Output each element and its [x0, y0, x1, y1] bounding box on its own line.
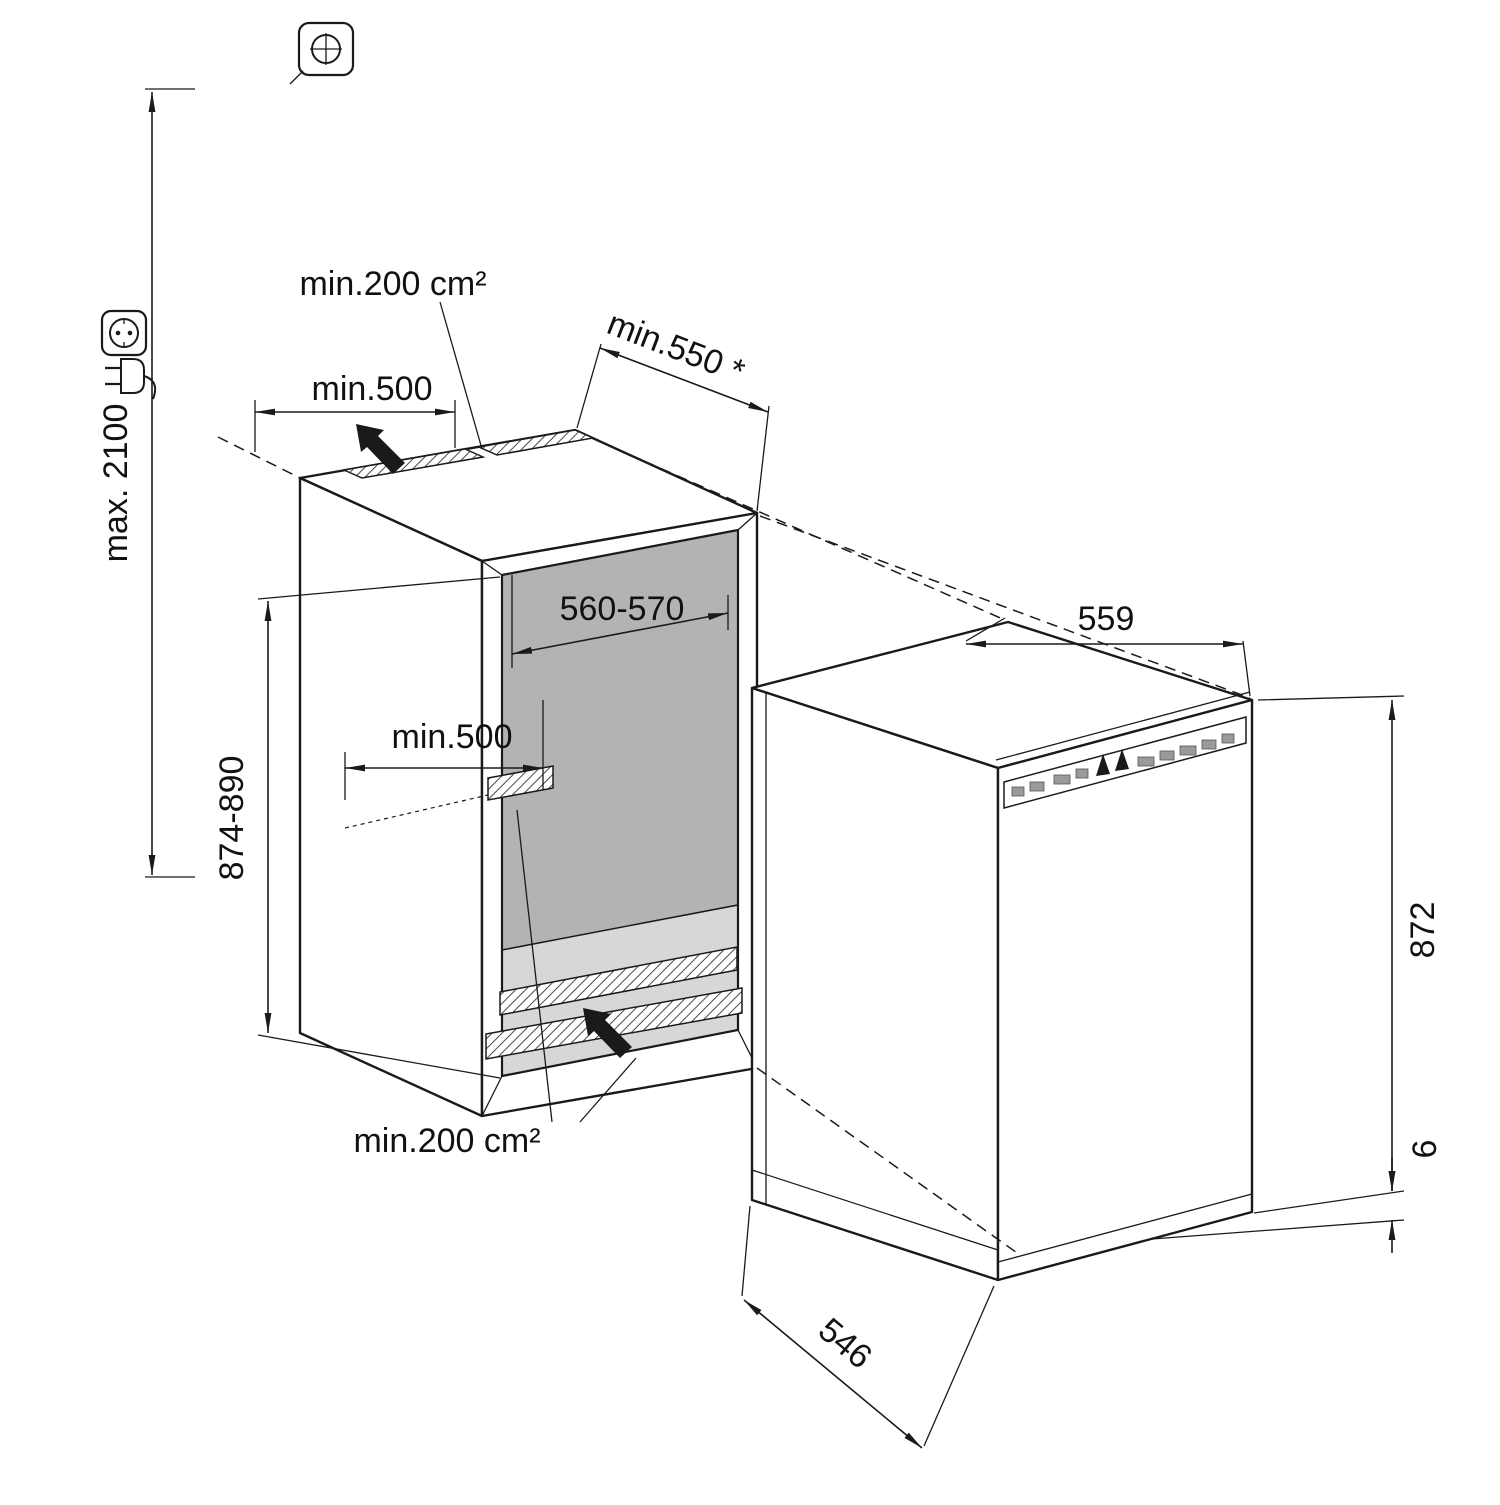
control-panel-key — [1075, 768, 1089, 779]
construction-line-top-left — [217, 436, 301, 479]
label-base-adjustment: 6 — [1406, 1140, 1444, 1159]
label-appliance-depth: 546 — [811, 1311, 879, 1377]
bottom-vent-strip-upper — [499, 946, 738, 1016]
niche-drawing — [298, 424, 759, 1118]
bottom-vent-strip-lower — [485, 987, 743, 1060]
power-socket-icon — [100, 309, 148, 357]
control-panel-key — [1159, 750, 1175, 761]
niche-side-face — [298, 476, 484, 1118]
control-panel-strip — [1003, 716, 1247, 809]
label-vent-area-top: min.200 cm² — [299, 265, 486, 303]
appliance-side-face — [750, 686, 1000, 1282]
power-plug-icon — [105, 358, 157, 400]
control-panel-display — [1053, 774, 1071, 785]
airflow-arrow-bottom-icon — [583, 1008, 632, 1058]
control-panel-mark-left — [1096, 754, 1110, 776]
leader-vent-bottom-1 — [516, 809, 553, 1123]
label-floor-clearance: min.500 — [392, 718, 513, 756]
control-panel-display — [1179, 745, 1197, 756]
top-vent-strip-left — [341, 448, 486, 479]
control-panel-key — [1137, 756, 1155, 767]
control-panel-key — [1201, 739, 1217, 750]
top-vent-strip-right — [476, 429, 596, 456]
construction-line-top-right — [759, 515, 1251, 699]
leader-vent-bottom-2 — [579, 1057, 637, 1123]
hidden-vent-line — [344, 794, 489, 829]
control-panel-mark-right — [1115, 749, 1129, 771]
label-vent-area-bottom: min.200 cm² — [353, 1122, 540, 1160]
label-appliance-height: 872 — [1404, 902, 1442, 959]
control-panel-key — [1221, 733, 1235, 744]
airflow-arrow-top-icon — [356, 424, 405, 474]
label-clearance-width-top: min.500 — [312, 370, 433, 408]
control-panel-key — [1029, 781, 1045, 792]
label-niche-height: 874-890 — [213, 756, 251, 881]
label-socket-height-max: max. 2100 — [97, 404, 135, 563]
appliance-door-face — [996, 698, 1254, 1282]
label-niche-width: 560-570 — [560, 590, 685, 628]
appliance-drawing — [750, 620, 1254, 1282]
label-niche-depth: min.550 * — [602, 304, 750, 391]
label-appliance-width: 559 — [1078, 600, 1135, 638]
control-panel-key — [1011, 786, 1025, 797]
wall-mount-icon — [289, 21, 355, 85]
leader-vent-top — [439, 301, 483, 450]
max-height-dimension: max. 2100 — [97, 88, 195, 878]
